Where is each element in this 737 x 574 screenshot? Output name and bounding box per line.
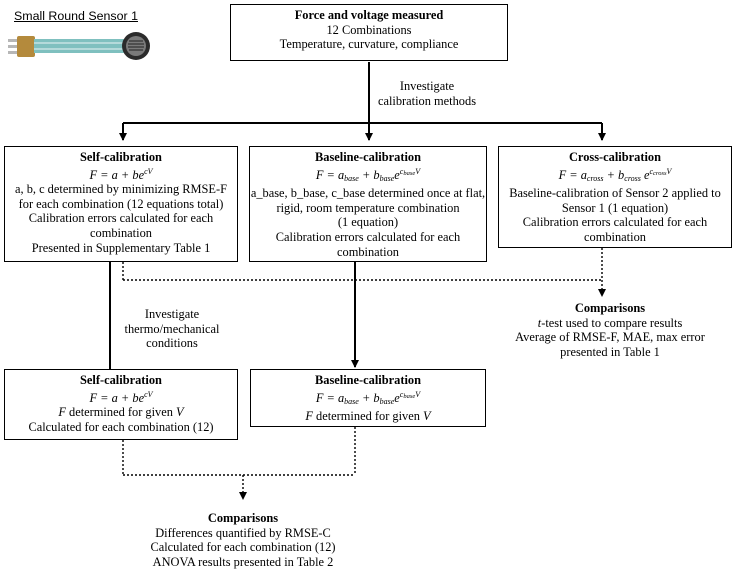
edge-label-1-line2: calibration methods	[377, 93, 477, 108]
self-calibration-box: Self-calibration F = a + becV a, b, c de…	[4, 146, 238, 262]
top-line1: 12 Combinations	[326, 22, 412, 37]
baseline-line2: rigid, room temperature combination	[276, 200, 460, 215]
comparisons-2-line3: ANOVA results presented in Table 2	[152, 554, 334, 569]
comparisons-1-line1: t-test used to compare results	[537, 315, 683, 330]
comparisons-1-title: Comparisons	[574, 301, 646, 315]
baseline-line3: (1 equation)	[337, 215, 399, 230]
self-title: Self-calibration	[80, 150, 162, 164]
arrow-top-to-methods	[119, 62, 606, 141]
sensor-connector	[17, 36, 35, 57]
self2-title: Self-calibration	[80, 373, 162, 387]
cross-line2: Sensor 1 (1 equation)	[561, 200, 669, 215]
self-equation: F = a + becV	[89, 166, 153, 182]
comparisons-2-title: Comparisons	[207, 511, 279, 525]
self2-equation: F = a + becV	[89, 389, 153, 405]
comparisons-2: Comparisons Differences quantified by RM…	[133, 511, 353, 569]
edge-label-2-line1: Investigate	[144, 307, 200, 321]
top-box: Force and voltage measured 12 Combinatio…	[230, 4, 508, 61]
cross-calibration-box: Cross-calibration F = across + bcross ec…	[498, 146, 732, 248]
baseline-equation: F = abase + bbaseecbaseV	[315, 166, 421, 183]
edge-label-1-line1: Investigate	[399, 79, 455, 93]
sensor-lead-pins	[8, 39, 18, 54]
baseline2-equation: F = abase + bbaseecbaseV	[315, 389, 421, 406]
baseline2-title: Baseline-calibration	[314, 373, 421, 387]
self-line5: Presented in Supplementary Table 1	[31, 240, 211, 255]
baseline-calibration-box-2: Baseline-calibration F = abase + bbaseec…	[250, 369, 486, 427]
comparisons-1: Comparisons t-test used to compare resul…	[497, 301, 723, 359]
cross-equation: F = across + bcross eccrossV	[558, 166, 672, 183]
cross-line1: Baseline-calibration of Sensor 2 applied…	[509, 186, 721, 201]
self-calibration-box-2: Self-calibration F = a + becV F determin…	[4, 369, 238, 440]
self2-line1: F determined for given V	[58, 405, 184, 420]
self-line2: for each combination (12 equations total…	[18, 196, 224, 211]
comparisons-2-line1: Differences quantified by RMSE-C	[155, 525, 331, 540]
baseline-line5: combination	[337, 244, 399, 259]
cross-line4: combination	[584, 229, 646, 244]
cross-title: Cross-calibration	[568, 150, 661, 164]
edge-label-2-line3: conditions	[146, 336, 198, 351]
baseline-line4: Calibration errors calculated for each	[275, 229, 461, 244]
baseline2-line1: F determined for given V	[305, 409, 431, 424]
baseline-title: Baseline-calibration	[314, 150, 421, 164]
sensor-image	[8, 32, 150, 60]
self-line3: Calibration errors calculated for each	[28, 211, 214, 226]
edge-label-2-line2: thermo/mechanical	[124, 321, 220, 336]
dotted-arrow-to-comparisons-2	[122, 427, 356, 500]
sensor-label: Small Round Sensor 1	[14, 9, 138, 23]
dotted-arrow-to-comparisons-1	[122, 248, 606, 297]
top-title: Force and voltage measured	[294, 8, 444, 22]
baseline-calibration-box: Baseline-calibration F = abase + bbaseec…	[249, 146, 487, 262]
self2-line2: Calculated for each combination (12)	[28, 419, 214, 434]
cross-line3: Calibration errors calculated for each	[522, 215, 708, 230]
comparisons-1-line3: presented in Table 1	[560, 344, 660, 359]
self-line1: a, b, c determined by minimizing RMSE-F	[15, 182, 227, 197]
edge-label-investigate-conditions: Investigate thermo/mechanical conditions	[112, 307, 232, 351]
comparisons-2-line2: Calculated for each combination (12)	[150, 540, 336, 555]
baseline-line1: a_base, b_base, c_base determined once a…	[250, 186, 486, 201]
comparisons-1-line2: Average of RMSE-F, MAE, max error	[515, 330, 705, 345]
top-line2: Temperature, curvature, compliance	[279, 37, 459, 52]
self-line4: combination	[90, 225, 152, 240]
edge-label-investigate-calibration: Investigate calibration methods	[372, 79, 482, 108]
